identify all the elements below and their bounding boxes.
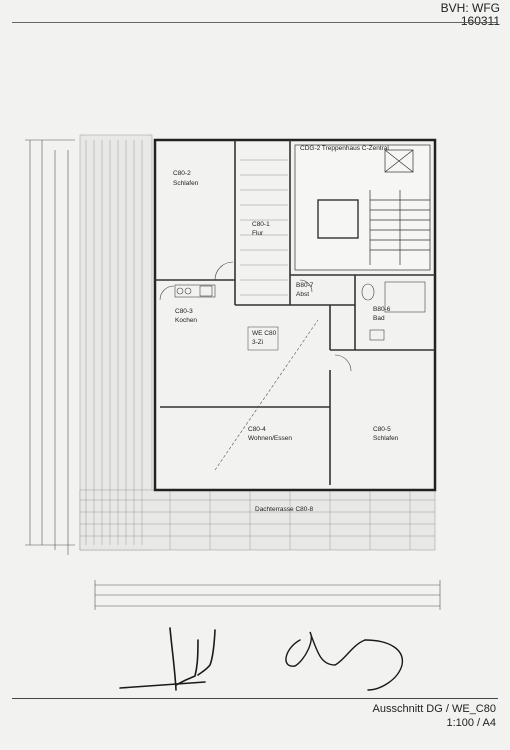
bottom-dimensions bbox=[94, 580, 441, 610]
kitchen-units bbox=[174, 284, 216, 298]
room-c80-3-id: C80-3 bbox=[175, 308, 193, 315]
room-c80-2-id: C80-2 bbox=[173, 170, 191, 177]
room-b80-6-name: Bad bbox=[373, 315, 385, 322]
unit-label-box bbox=[247, 326, 279, 351]
room-labels: C80-2 Schlafen C80-1 Flur B80-7 Abst C80… bbox=[173, 170, 399, 513]
interior-walls bbox=[155, 140, 435, 485]
room-b80-6-id: B80-6 bbox=[373, 306, 391, 313]
room-c80-1-name: Flur bbox=[252, 230, 264, 237]
room-c80-4-id: C80-4 bbox=[248, 426, 266, 433]
drawing-title: Ausschnitt DG / WE_C80 bbox=[372, 703, 497, 715]
stair-label: CDG-2 Treppenhaus C-Zentral bbox=[300, 145, 389, 152]
unit-name: WE C80 bbox=[252, 330, 277, 337]
room-b80-7-id: B80-7 bbox=[296, 282, 314, 289]
room-c80-1-id: C80-1 bbox=[252, 221, 270, 228]
frame-line bbox=[12, 22, 498, 23]
door-swings bbox=[159, 261, 352, 372]
room-c80-8-name: Dachterrasse C80-8 bbox=[255, 506, 314, 513]
signature-right bbox=[285, 631, 403, 691]
room-b80-7-name: Abst bbox=[296, 291, 309, 298]
room-c80-5-id: C80-5 bbox=[373, 426, 391, 433]
title-block: Ausschnitt DG / WE_C80 1:100 / A4 bbox=[373, 702, 497, 730]
project-header: BVH: WFG 160311 bbox=[441, 2, 500, 28]
stairwell bbox=[294, 144, 431, 271]
room-c80-5-name: Schlafen bbox=[373, 435, 399, 442]
section-diagonal bbox=[214, 319, 319, 471]
bath-fixtures bbox=[361, 281, 426, 341]
unit-type: 3-Zi bbox=[252, 339, 263, 346]
left-dimensions bbox=[25, 139, 75, 555]
flur-brick-hatch bbox=[240, 159, 288, 296]
drawing-scale: 1:100 / A4 bbox=[446, 717, 496, 729]
room-c80-2-name: Schlafen bbox=[173, 180, 199, 187]
signature-left bbox=[119, 627, 216, 691]
room-c80-4-name: Wohnen/Essen bbox=[248, 435, 292, 442]
project-number: 160311 bbox=[460, 14, 500, 28]
room-c80-3-name: Kochen bbox=[175, 317, 197, 324]
title-block-line bbox=[12, 698, 498, 699]
exterior-walls bbox=[153, 138, 437, 492]
project-code: BVH: WFG bbox=[440, 1, 500, 15]
